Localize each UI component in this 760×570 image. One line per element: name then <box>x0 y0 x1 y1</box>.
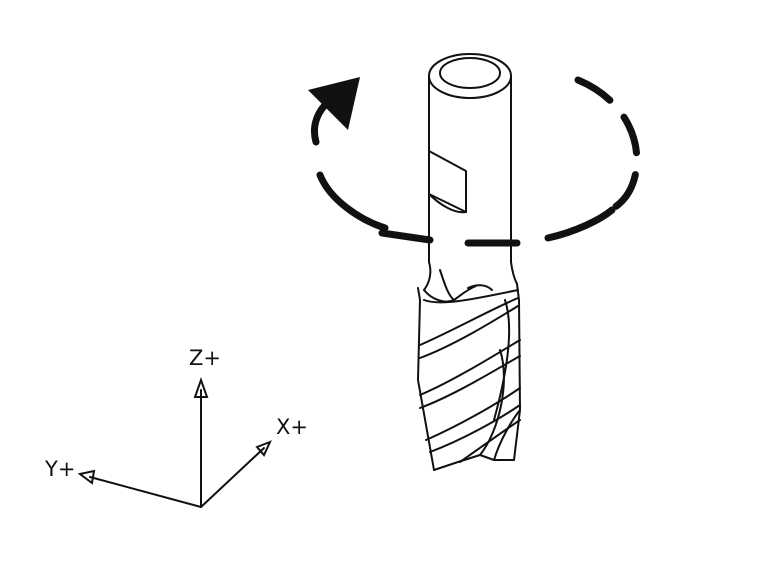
rotation-arrow <box>308 77 616 247</box>
x-axis-line <box>200 447 265 508</box>
y-axis-arrow-icon <box>77 469 96 485</box>
y-axis-line <box>89 476 202 508</box>
z-axis-label: Z+ <box>189 346 221 370</box>
coordinate-axes: Z+ X+ Y+ <box>44 346 308 508</box>
rotation-arrow-back <box>574 76 641 214</box>
x-axis-arrow-icon <box>255 440 272 457</box>
end-mill-flutes <box>417 283 521 471</box>
end-mill-shank <box>428 53 512 263</box>
rotation-arrowhead-icon <box>308 77 360 130</box>
x-axis-label: X+ <box>276 415 308 439</box>
end-mill-neck <box>423 261 518 303</box>
y-axis-label: Y+ <box>44 457 75 481</box>
z-axis-arrow-icon <box>193 376 209 398</box>
